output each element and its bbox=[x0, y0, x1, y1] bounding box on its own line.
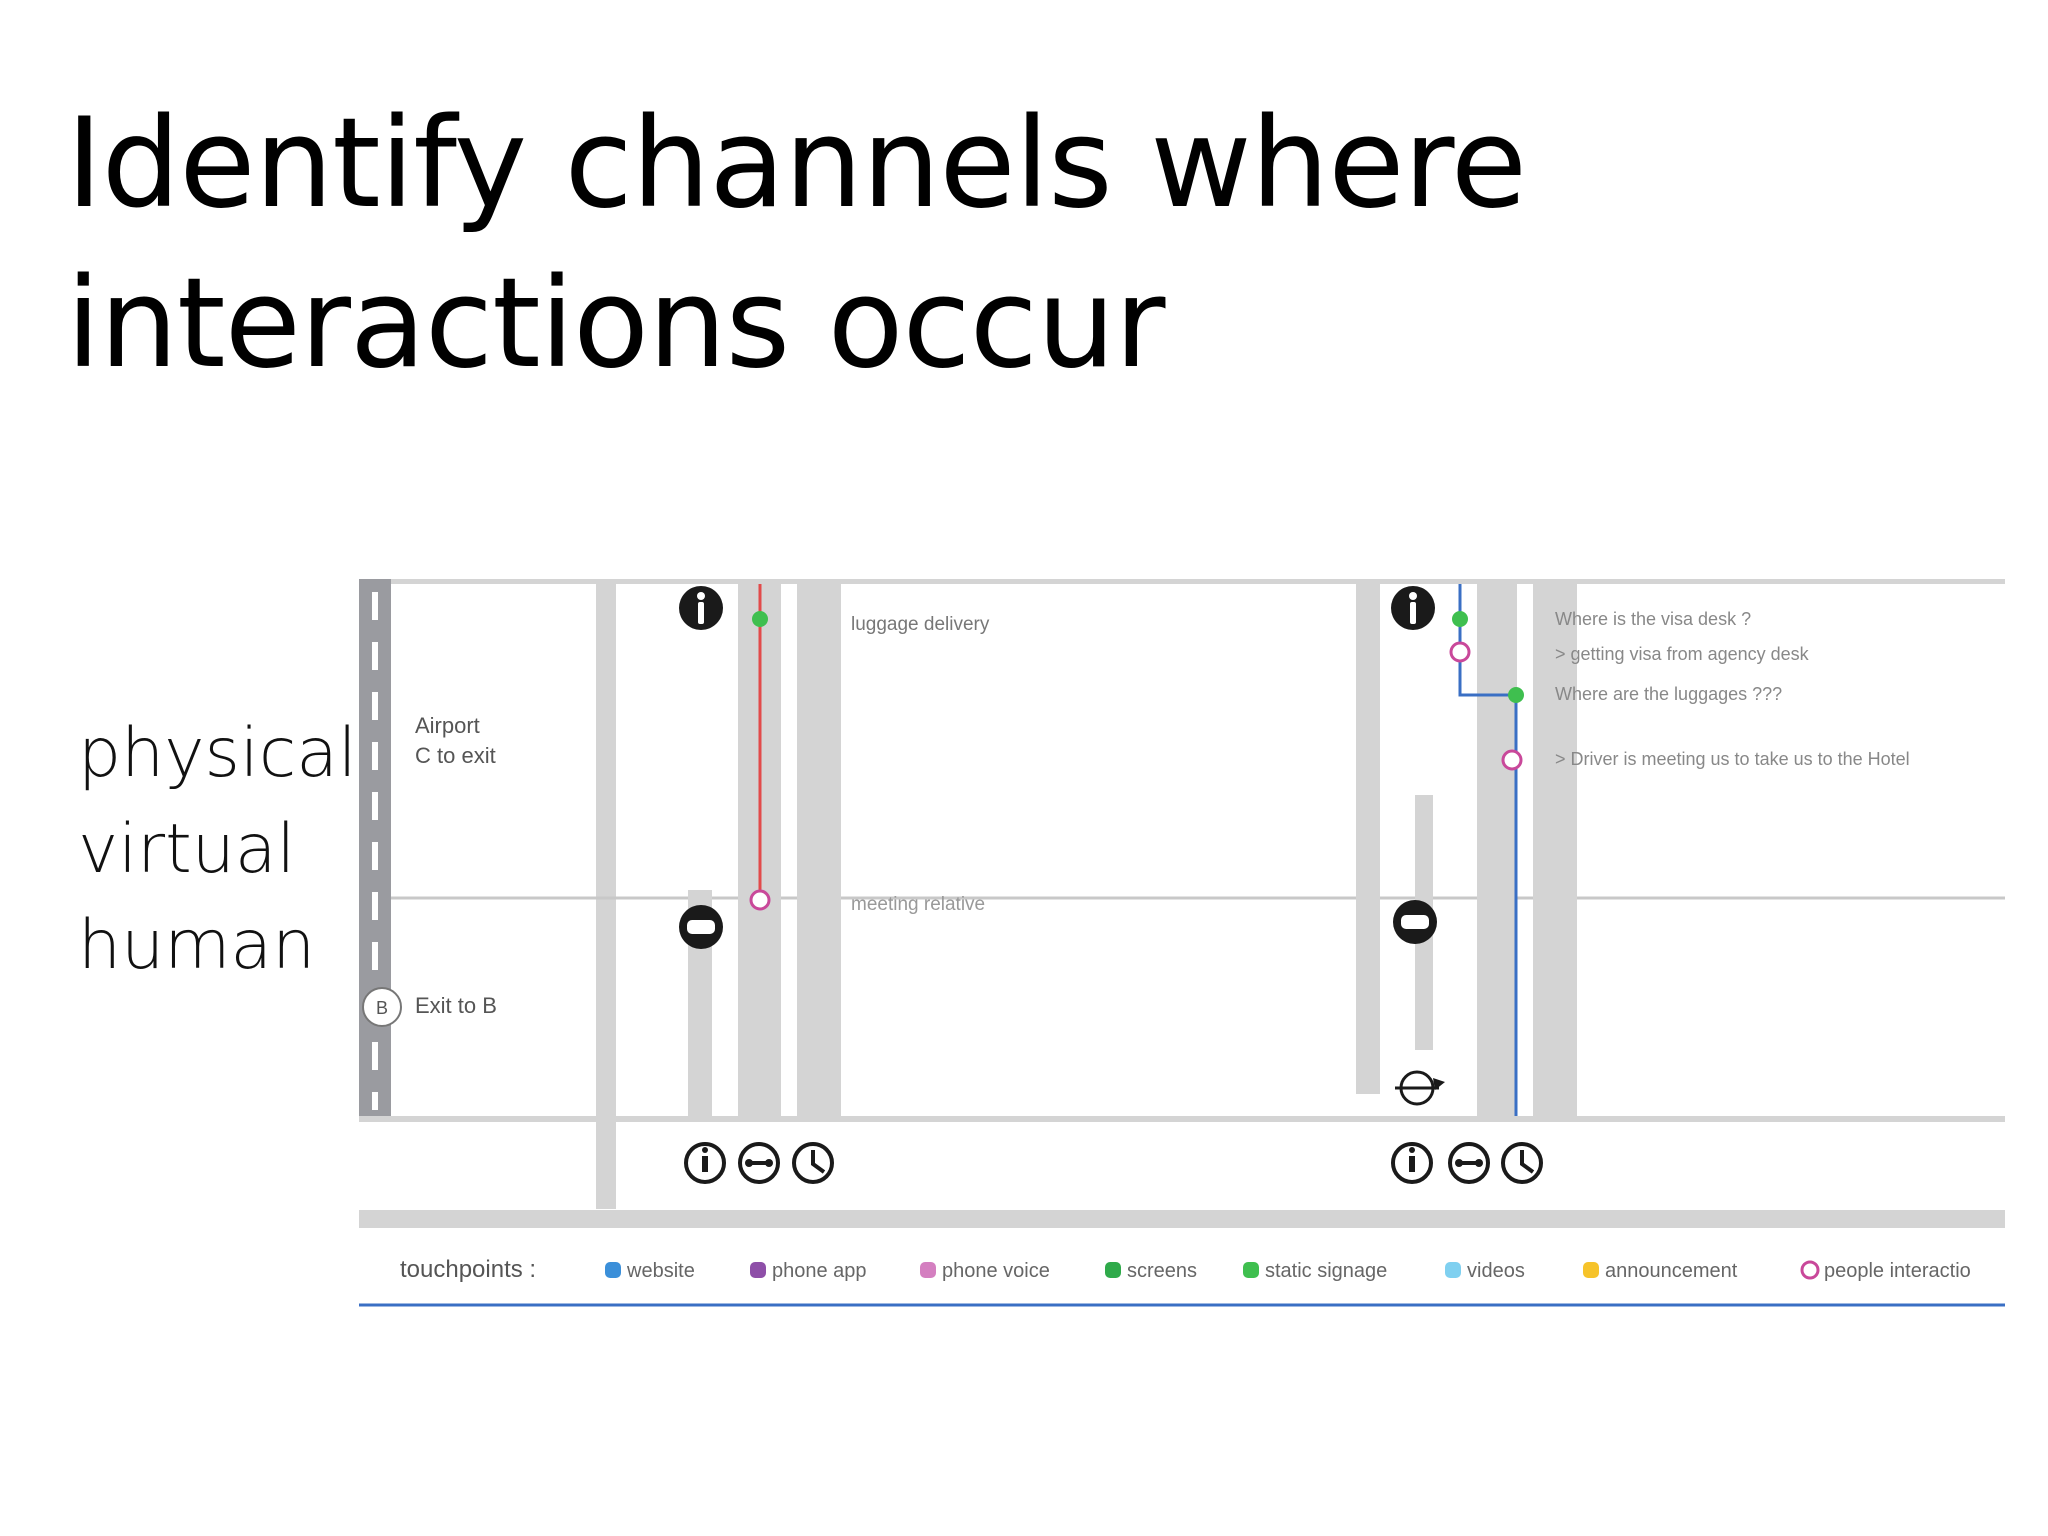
clock-icon bbox=[792, 1142, 834, 1184]
note-meeting-relative: meeting relative bbox=[851, 894, 985, 915]
legend-item: people interactio bbox=[1800, 1260, 1971, 1282]
info-icon bbox=[1391, 1142, 1433, 1184]
legend-swatch bbox=[1800, 1260, 1820, 1280]
service-blueprint-diagram: Airport C to exit B Exit to B bbox=[359, 579, 2005, 1307]
note-visa-question: Where is the visa desk ? bbox=[1555, 609, 1751, 629]
channel-list: physical virtual human bbox=[78, 706, 357, 994]
person-icon bbox=[1391, 586, 1435, 630]
slide-title-line-2: interactions occur bbox=[66, 252, 1165, 396]
channel-virtual: virtual bbox=[78, 810, 296, 889]
location-airport: Airport bbox=[415, 713, 480, 738]
legend-swatch bbox=[1583, 1262, 1599, 1278]
channel-human: human bbox=[78, 906, 316, 985]
screens-touchpoint bbox=[752, 611, 768, 627]
touchpoint-icons-right bbox=[1391, 1142, 1543, 1184]
slide-title: Identify channels where interactions occ… bbox=[66, 84, 1566, 404]
link-icon bbox=[1448, 1142, 1490, 1184]
location-exit-to-b: Exit to B bbox=[415, 993, 497, 1018]
legend-item: phone voice bbox=[920, 1260, 1050, 1282]
journey-right bbox=[1449, 584, 1524, 1116]
legend-item-label: videos bbox=[1467, 1260, 1525, 1282]
right-notes: Where is the visa desk ? > getting visa … bbox=[1555, 609, 1910, 769]
note-luggage-delivery: luggage delivery bbox=[851, 614, 990, 635]
screens-touchpoint bbox=[1508, 687, 1524, 703]
legend-item-label: phone voice bbox=[942, 1260, 1050, 1282]
legend-swatch bbox=[750, 1262, 766, 1278]
legend-item: announcement bbox=[1583, 1260, 1738, 1282]
legend-item-label: people interactio bbox=[1824, 1260, 1971, 1282]
channel-physical: physical bbox=[78, 714, 357, 793]
legend-item-label: screens bbox=[1127, 1260, 1197, 1282]
clock-icon bbox=[1501, 1142, 1543, 1184]
screens-touchpoint bbox=[1452, 611, 1468, 627]
legend-item-label: website bbox=[626, 1260, 695, 1282]
slide-title-line-1: Identify channels where bbox=[66, 92, 1527, 236]
luggage-icon bbox=[1395, 1070, 1445, 1106]
legend-item-label: phone app bbox=[772, 1260, 867, 1282]
link-icon bbox=[738, 1142, 780, 1184]
car-icon bbox=[679, 905, 723, 949]
journey-left bbox=[749, 584, 771, 911]
note-visa-agency: > getting visa from agency desk bbox=[1555, 644, 1810, 664]
blueprint-frame bbox=[359, 579, 2005, 1228]
left-notes: luggage delivery meeting relative bbox=[851, 614, 990, 915]
location-labels: Airport C to exit B Exit to B bbox=[362, 713, 497, 1027]
legend-item-label: static signage bbox=[1265, 1260, 1387, 1282]
person-icon bbox=[679, 586, 723, 630]
legend-label: touchpoints : bbox=[400, 1256, 536, 1283]
touchpoints-legend: touchpoints : website phone app phone voic… bbox=[359, 1256, 2005, 1307]
legend-items: website phone app phone voice screens static… bbox=[605, 1260, 1971, 1282]
people-interaction-touchpoint bbox=[749, 889, 771, 911]
legend-item: screens bbox=[1105, 1260, 1197, 1282]
legend-swatch bbox=[1105, 1262, 1121, 1278]
people-interaction-touchpoint bbox=[1449, 641, 1471, 663]
location-c-to-exit: C to exit bbox=[415, 743, 496, 768]
legend-item: static signage bbox=[1243, 1260, 1387, 1282]
legend-swatch bbox=[920, 1262, 936, 1278]
legend-swatch bbox=[1445, 1262, 1461, 1278]
legend-item: website bbox=[605, 1260, 695, 1282]
legend-item: phone app bbox=[750, 1260, 867, 1282]
info-icon bbox=[684, 1142, 726, 1184]
legend-swatch bbox=[1243, 1262, 1259, 1278]
people-interaction-touchpoint bbox=[1501, 749, 1523, 771]
exit-b-badge: B bbox=[376, 998, 388, 1018]
car-icon bbox=[1393, 900, 1437, 944]
legend-item-label: announcement bbox=[1605, 1260, 1738, 1282]
note-driver-meeting: > Driver is meeting us to take us to the… bbox=[1555, 749, 1910, 769]
left-section-bands bbox=[688, 584, 1577, 1116]
touchpoint-icons-left bbox=[684, 1142, 834, 1184]
note-luggage-question: Where are the luggages ??? bbox=[1555, 684, 1782, 704]
legend-item: videos bbox=[1445, 1260, 1525, 1282]
exit-b-badge-circle bbox=[362, 987, 402, 1027]
legend-swatch bbox=[605, 1262, 621, 1278]
